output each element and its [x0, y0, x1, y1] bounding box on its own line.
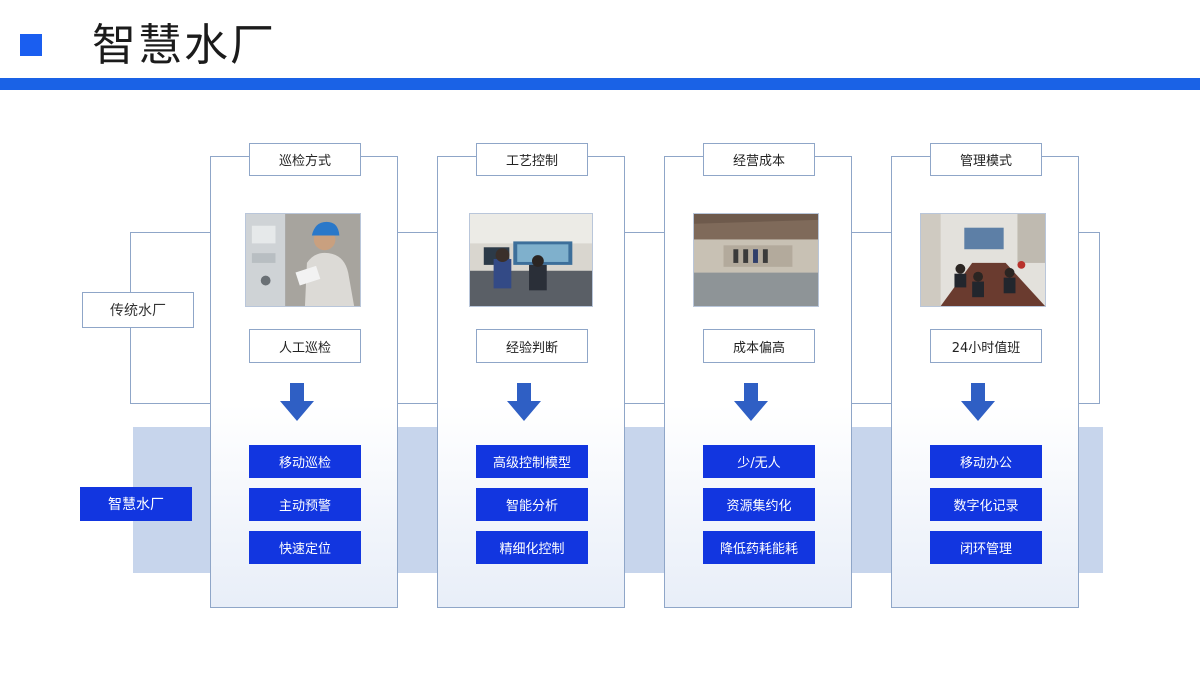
smart-feature: 少/无人 [703, 445, 815, 478]
smart-feature: 降低药耗能耗 [703, 531, 815, 564]
smart-feature: 移动巡检 [249, 445, 361, 478]
traditional-method: 经验判断 [476, 329, 588, 363]
traditional-method: 人工巡检 [249, 329, 361, 363]
smart-feature: 智能分析 [476, 488, 588, 521]
column-process-control: 工艺控制 经验判断 高级控制模型 智能分析 精细化控制 [437, 143, 625, 608]
arrow-down-icon [280, 383, 314, 421]
inspection-photo [245, 213, 361, 307]
meeting-room-photo [920, 213, 1046, 307]
page-title: 智慧水厂 [92, 20, 276, 71]
smart-feature: 数字化记录 [930, 488, 1042, 521]
smart-feature: 主动预警 [249, 488, 361, 521]
title-square-icon [20, 34, 42, 56]
traditional-method: 成本偏高 [703, 329, 815, 363]
column-inspection: 巡检方式 人工巡检 移动巡检 主动预警 快速定位 [210, 143, 398, 608]
arrow-down-icon [734, 383, 768, 421]
column-operating-cost: 经营成本 成本偏高 少/无人 资源集约化 降低药耗能耗 [664, 143, 852, 608]
smart-feature: 精细化控制 [476, 531, 588, 564]
treatment-plant-photo [693, 213, 819, 307]
column-header: 巡检方式 [249, 143, 361, 176]
column-header: 工艺控制 [476, 143, 588, 176]
traditional-method: 24小时值班 [930, 329, 1042, 363]
title-divider [0, 78, 1200, 90]
smart-feature: 移动办公 [930, 445, 1042, 478]
column-management-mode: 管理模式 24小时值班 移动办公 数字化记录 闭环管理 [891, 143, 1079, 608]
smart-row-label: 智慧水厂 [80, 487, 192, 521]
control-room-photo [469, 213, 593, 307]
smart-feature: 闭环管理 [930, 531, 1042, 564]
smart-feature: 高级控制模型 [476, 445, 588, 478]
smart-feature: 资源集约化 [703, 488, 815, 521]
arrow-down-icon [507, 383, 541, 421]
traditional-row-label: 传统水厂 [82, 292, 194, 328]
column-header: 管理模式 [930, 143, 1042, 176]
arrow-down-icon [961, 383, 995, 421]
column-header: 经营成本 [703, 143, 815, 176]
smart-feature: 快速定位 [249, 531, 361, 564]
